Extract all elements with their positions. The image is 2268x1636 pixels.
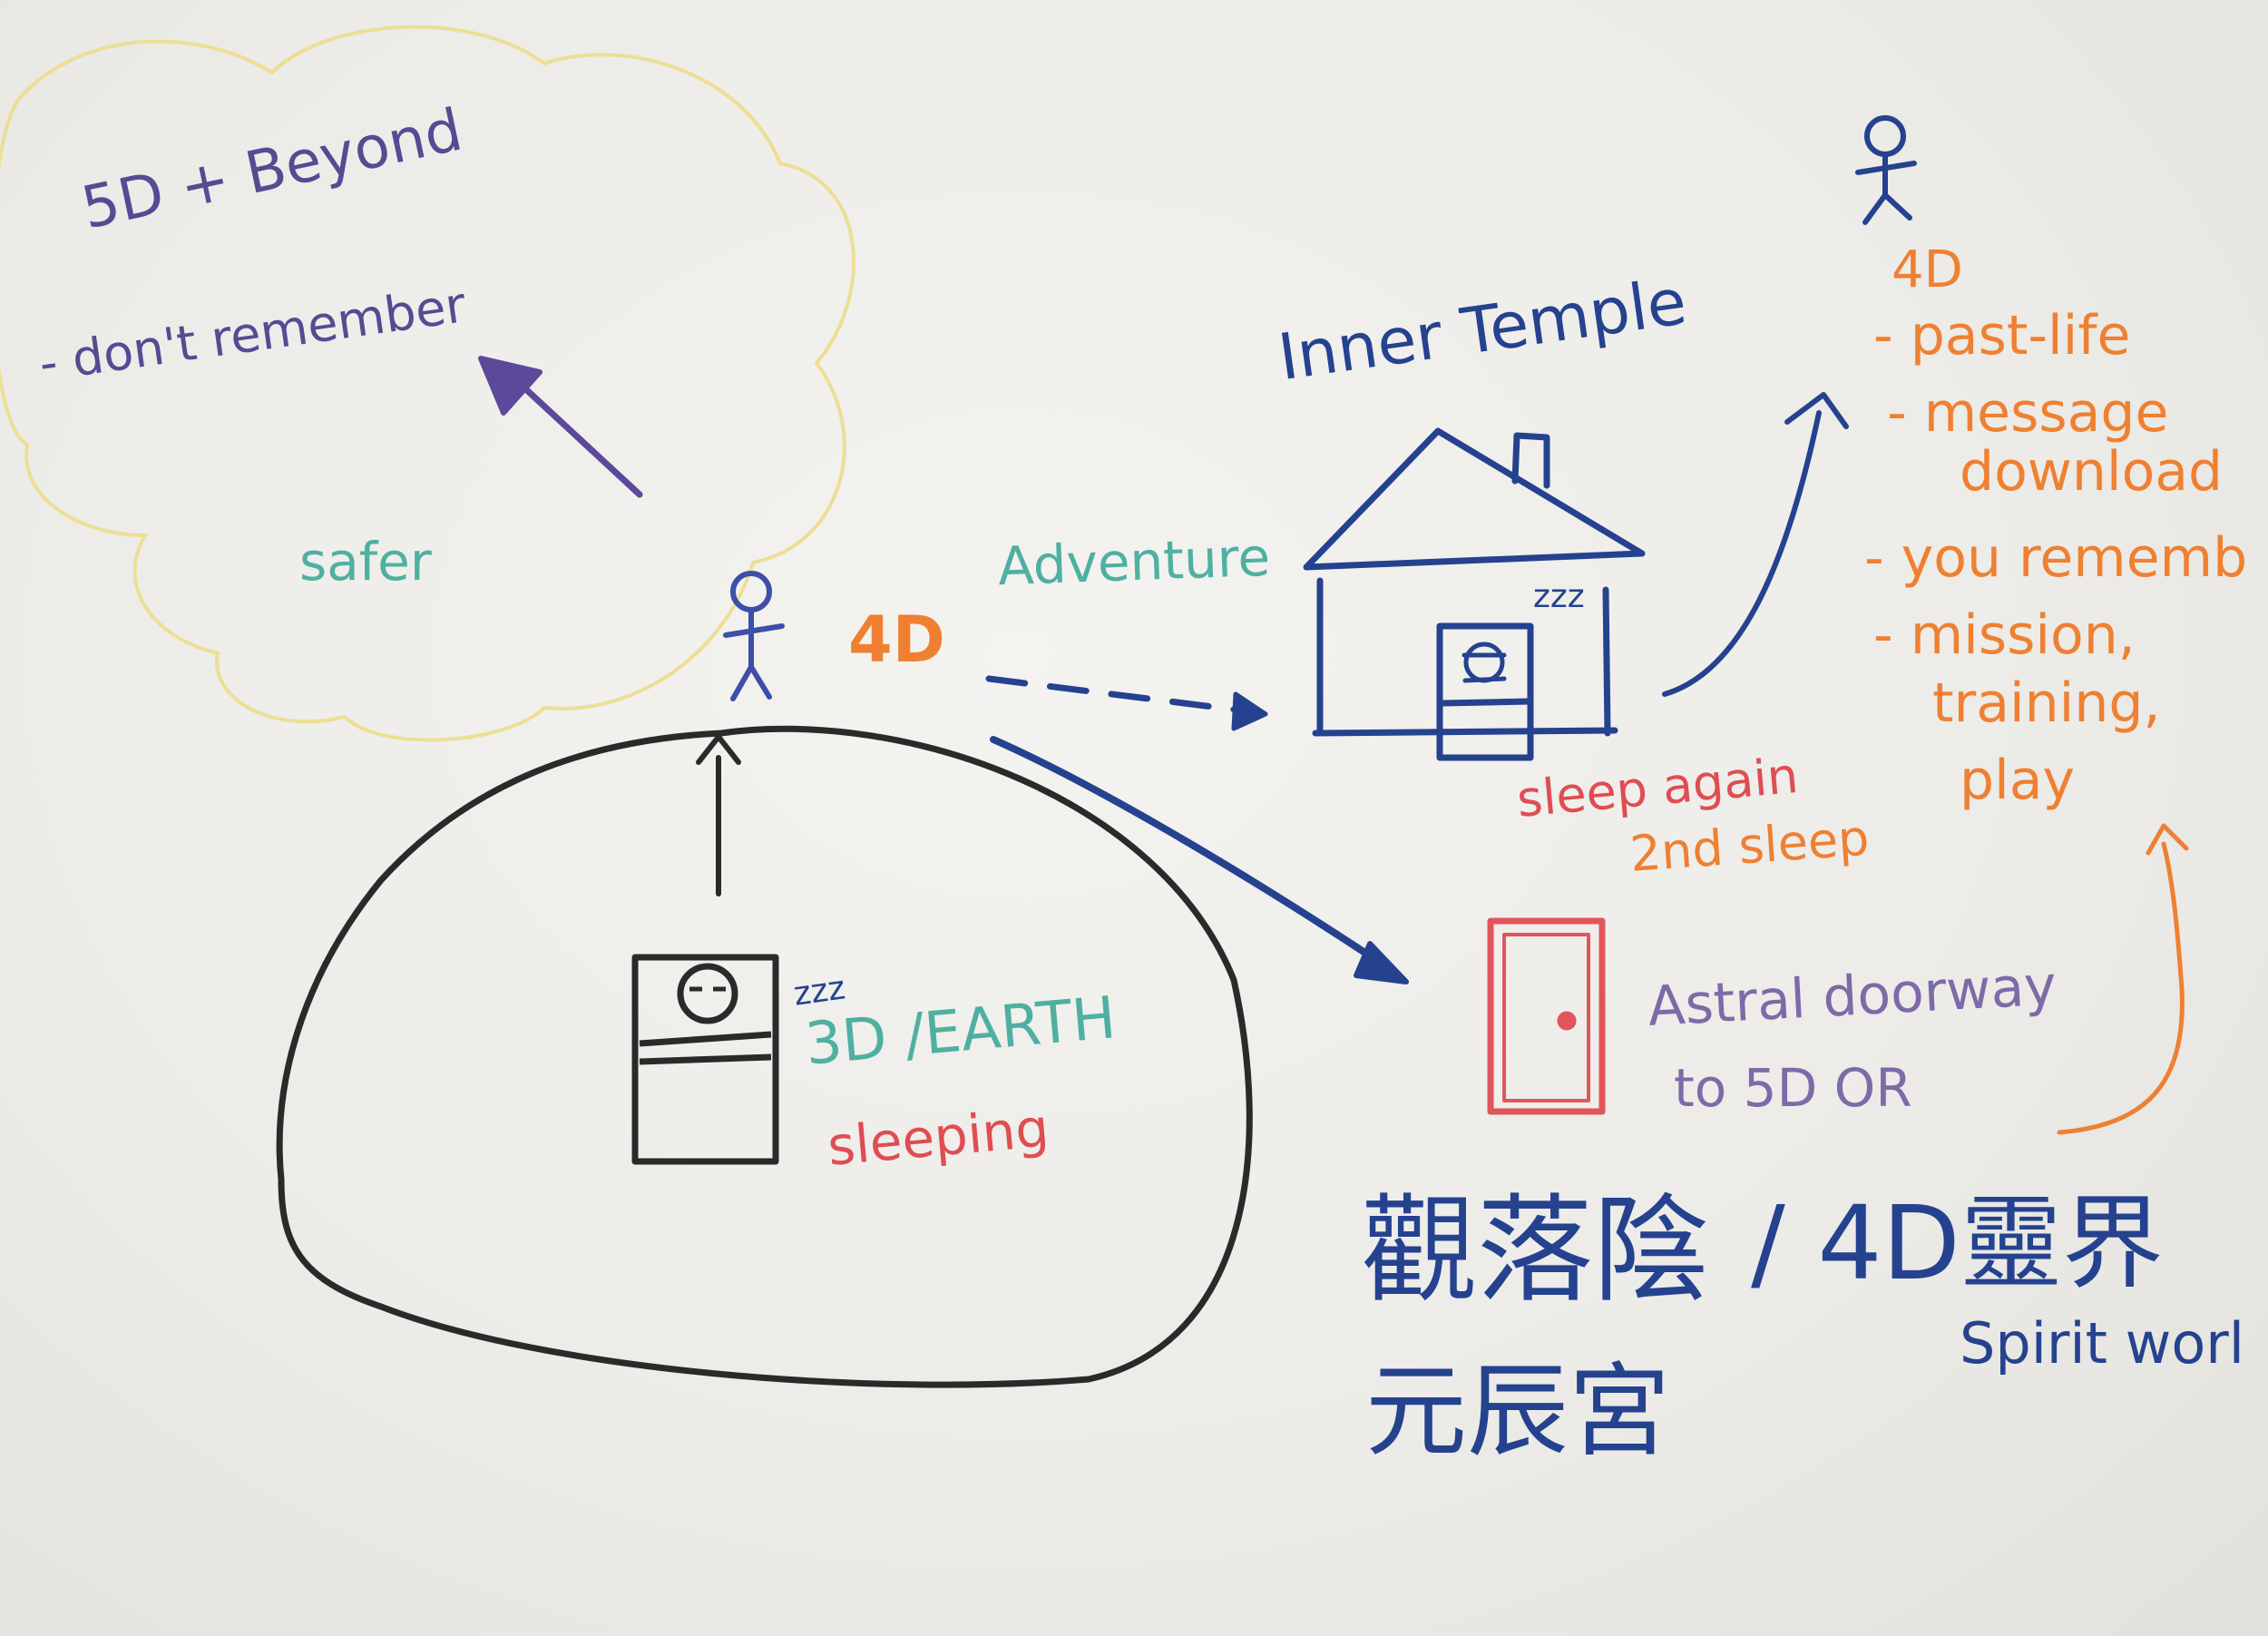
earth-zzz: zzz	[791, 969, 848, 1014]
earth-blob	[276, 725, 1253, 1388]
four-d-item-remember: - you rememb	[1864, 526, 2248, 590]
adventure-dashed-arrow	[985, 675, 1260, 716]
door-to-four-d-arrowhead	[2146, 823, 2189, 856]
four-d-item-past-life: - past-life	[1873, 304, 2131, 367]
four-d-item-training: training,	[1932, 671, 2161, 735]
four-d-item-mission: - mission,	[1873, 603, 2136, 667]
four-d-title: 4D	[1892, 240, 1963, 299]
earth-up-arrowhead	[696, 734, 741, 765]
cloud-label: safer	[299, 531, 432, 593]
astral-label: 4D	[848, 602, 945, 677]
four-d-item-message: - message	[1887, 381, 2169, 445]
door-line-2: to 5D OR	[1674, 1057, 1912, 1119]
chinese-line-2: 元辰宮	[1365, 1353, 1670, 1471]
temple-house-icon	[1303, 427, 1646, 761]
door-arrowhead	[1354, 941, 1409, 985]
adventure-dashed-arrowhead	[1231, 691, 1268, 731]
bed-icon	[631, 954, 779, 1165]
astral-figure-icon	[723, 571, 785, 701]
temple-up-arrowhead	[1784, 392, 1849, 429]
temple-zzz: zzz	[1533, 578, 1585, 615]
adventure-label: Adventure	[996, 525, 1272, 598]
chinese-line-1: 觀落陰	[1361, 1183, 1710, 1318]
four-d-figure-icon	[1855, 115, 1917, 225]
spirit-world-english: Spirit worl	[1960, 1310, 2245, 1376]
four-d-item-download: download	[1960, 440, 2224, 504]
astral-door-icon	[1487, 917, 1606, 1115]
temple-up-arrow	[1662, 410, 1822, 697]
cloud-arrowhead	[478, 356, 543, 416]
door-to-four-d-arrow	[2057, 841, 2185, 1135]
chinese-spirit-world: / 4D靈界	[1751, 1185, 2164, 1303]
four-d-item-play: play	[1960, 749, 2076, 812]
cloud-arrow	[513, 377, 643, 498]
door-arrow	[990, 736, 1396, 975]
